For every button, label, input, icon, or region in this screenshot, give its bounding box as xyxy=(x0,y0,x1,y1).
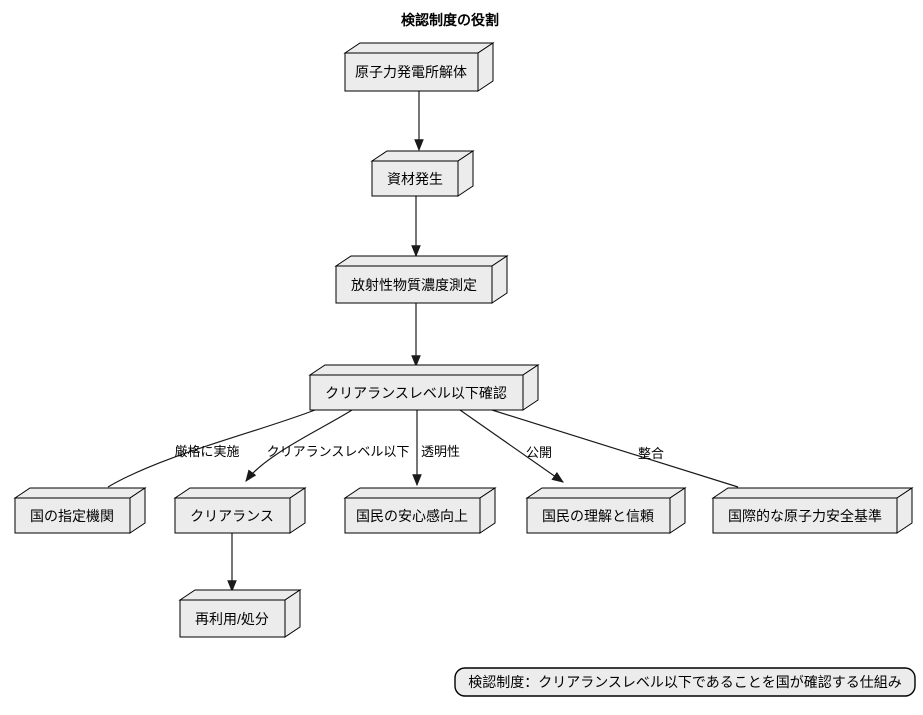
node-material-front-face xyxy=(371,160,459,197)
node-reuse-front-face xyxy=(179,599,286,638)
node-reassurance-front-face xyxy=(344,497,481,534)
node-material-top-face xyxy=(370,150,475,162)
node-reuse-top-face xyxy=(178,589,302,601)
edge-label-strict: 厳格に実施 xyxy=(174,444,239,459)
edge-label-alignment: 整合 xyxy=(638,446,664,461)
node-reuse-label: 再利用/処分 xyxy=(195,611,269,627)
node-intl-standard-label: 国際的な原子力安全基準 xyxy=(728,508,882,524)
node-dismantle: 原子力発電所解体 xyxy=(343,42,495,92)
edge-label-transparency: 透明性 xyxy=(421,444,460,459)
node-material-label: 資材発生 xyxy=(387,171,443,187)
node-agency-label: 国の指定機関 xyxy=(30,508,114,524)
node-check-front-face xyxy=(309,374,524,411)
edge-check-intl xyxy=(491,409,739,488)
node-measure-top-face xyxy=(334,255,509,267)
node-check-top-face xyxy=(308,364,540,376)
node-clearance-label: クリアランス xyxy=(190,508,274,524)
node-clearance: クリアランス xyxy=(173,487,307,534)
node-agency-front-face xyxy=(14,497,131,534)
node-trust-front-face xyxy=(526,497,671,534)
note-box xyxy=(454,667,916,697)
edge-check-clearance xyxy=(245,409,353,482)
edge-labels: 厳格に実施 クリアランスレベル以下 透明性 公開 整合 xyxy=(174,444,664,461)
node-intl-standard: 国際的な原子力安全基準 xyxy=(711,487,914,534)
node-intl-standard-top-face xyxy=(711,487,914,499)
node-dismantle-top-face xyxy=(343,42,495,54)
node-reassurance-label: 国民の安心感向上 xyxy=(356,508,468,524)
node-dismantle-label: 原子力発電所解体 xyxy=(355,64,467,80)
node-check-label: クリアランスレベル以下確認 xyxy=(325,385,507,401)
node-clearance-top-face xyxy=(173,487,307,499)
edges xyxy=(107,91,739,593)
node-measure-label: 放射性物質濃度測定 xyxy=(351,277,477,293)
node-intl-standard-front-face xyxy=(712,497,898,534)
node-reuse: 再利用/処分 xyxy=(178,589,302,638)
node-reassurance-top-face xyxy=(343,487,497,499)
edge-check-trust xyxy=(459,409,564,483)
node-check: クリアランスレベル以下確認 xyxy=(308,364,540,411)
note-label: 検認制度：クリアランスレベル以下であることを国が確認する仕組み xyxy=(468,674,902,690)
note: 検認制度：クリアランスレベル以下であることを国が確認する仕組み xyxy=(454,667,916,697)
node-agency-top-face xyxy=(13,487,147,499)
node-material: 資材発生 xyxy=(370,150,475,197)
node-reassurance: 国民の安心感向上 xyxy=(343,487,497,534)
node-trust-top-face xyxy=(525,487,687,499)
diagram-title: 検認制度の役割 xyxy=(401,12,499,28)
node-trust-label: 国民の理解と信頼 xyxy=(542,508,654,524)
edge-label-below-level: クリアランスレベル以下 xyxy=(267,444,410,459)
edge-check-agency xyxy=(107,409,316,488)
node-clearance-front-face xyxy=(174,497,291,534)
edge-label-disclosure: 公開 xyxy=(526,445,552,460)
node-trust: 国民の理解と信頼 xyxy=(525,487,687,534)
node-dismantle-front-face xyxy=(344,52,479,92)
node-agency: 国の指定機関 xyxy=(13,487,147,534)
node-measure: 放射性物質濃度測定 xyxy=(334,255,509,304)
node-measure-front-face xyxy=(335,265,493,304)
